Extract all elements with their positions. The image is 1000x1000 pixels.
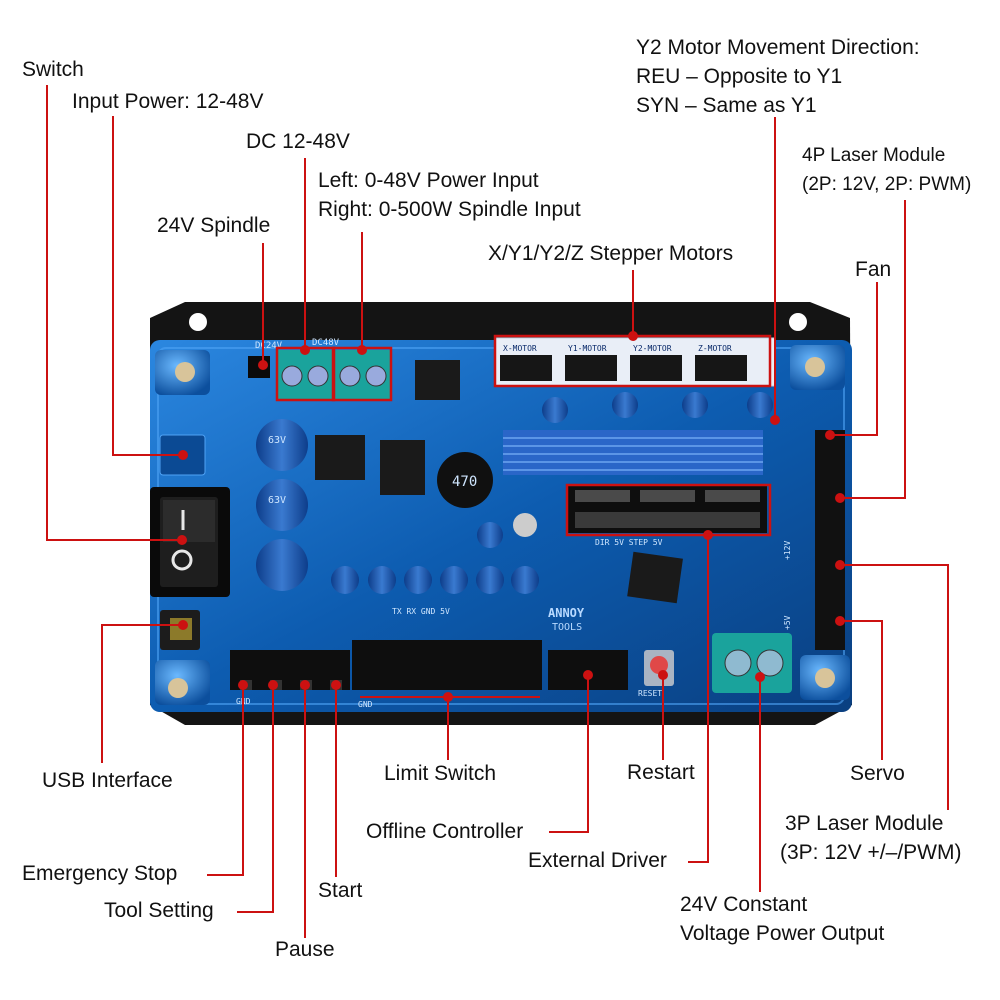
silkscreen-text: 470 bbox=[452, 474, 477, 490]
silkscreen-text: X-MOTOR bbox=[503, 344, 537, 353]
capacitor-row bbox=[331, 513, 539, 594]
standoff bbox=[155, 350, 210, 395]
label-y2-syn: SYN – Same as Y1 bbox=[636, 94, 817, 117]
regulator-chip bbox=[415, 360, 460, 400]
inductor: 470 bbox=[437, 452, 493, 508]
silkscreen-text: 63V bbox=[268, 495, 286, 506]
label-y2-reu: REU – Opposite to Y1 bbox=[636, 65, 843, 88]
regulator-chip bbox=[315, 435, 365, 480]
silkscreen-text: GND bbox=[358, 700, 373, 709]
label-input-power: Input Power: 12-48V bbox=[72, 90, 264, 113]
silkscreen-text: TOOLS bbox=[552, 622, 582, 633]
capacitor-large bbox=[256, 539, 308, 591]
label-laser3p-pins: (3P: 12V +/–/PWM) bbox=[780, 841, 962, 864]
label-start: Start bbox=[318, 879, 363, 902]
rocker-switch bbox=[150, 487, 230, 597]
stepper-heatsink bbox=[503, 430, 763, 475]
screw-terminal-spindle-input bbox=[334, 350, 392, 400]
label-laser4p-pins: (2P: 12V, 2P: PWM) bbox=[802, 174, 972, 195]
silkscreen-text: DIR 5V STEP 5V bbox=[595, 538, 663, 547]
label-power-input-right: Right: 0-500W Spindle Input bbox=[318, 198, 581, 221]
microcontroller bbox=[627, 551, 683, 604]
capacitor-small bbox=[682, 392, 708, 418]
standoff bbox=[155, 660, 210, 705]
silkscreen-text: 63V bbox=[268, 435, 286, 446]
silkscreen-text: GND bbox=[236, 697, 251, 706]
label-restart: Restart bbox=[627, 761, 695, 784]
screw-terminal-dc bbox=[276, 350, 334, 400]
label-external-driver: External Driver bbox=[528, 849, 667, 872]
capacitor-large: 63V bbox=[256, 479, 308, 531]
silkscreen-text: Y1-MOTOR bbox=[568, 344, 607, 353]
label-power-output: 24V Constant bbox=[680, 893, 808, 916]
mount-hole bbox=[789, 313, 807, 331]
silkscreen-text: DC48V bbox=[312, 338, 340, 348]
label-limit: Limit Switch bbox=[384, 762, 497, 785]
label-tool-setting: Tool Setting bbox=[104, 899, 214, 922]
label-power-output-line2: Voltage Power Output bbox=[680, 922, 885, 945]
capacitor-small bbox=[542, 397, 568, 423]
label-y2-direction: Y2 Motor Movement Direction: bbox=[636, 36, 920, 59]
label-usb: USB Interface bbox=[42, 769, 173, 792]
silkscreen-text: TX RX GND 5V bbox=[392, 607, 450, 616]
standoff bbox=[800, 655, 850, 700]
label-spindle: 24V Spindle bbox=[157, 214, 271, 237]
label-estop: Emergency Stop bbox=[22, 862, 178, 885]
silkscreen-text: +12V bbox=[783, 541, 792, 560]
regulator-chip bbox=[380, 440, 425, 495]
silkscreen-text: ANNOY bbox=[548, 606, 585, 620]
label-servo: Servo bbox=[850, 762, 905, 785]
spindle-connector bbox=[248, 356, 270, 378]
silkscreen-text: Y2-MOTOR bbox=[633, 344, 672, 353]
silkscreen-text: DC24V bbox=[255, 341, 283, 351]
silkscreen-text: Z-MOTOR bbox=[698, 344, 732, 353]
right-connector-strip bbox=[815, 430, 845, 650]
capacitor-small bbox=[747, 392, 773, 418]
silkscreen-text: +5V bbox=[783, 615, 792, 630]
capacitor-small bbox=[612, 392, 638, 418]
power-output-terminal bbox=[712, 633, 792, 693]
label-pause: Pause bbox=[275, 938, 335, 961]
usb-port bbox=[160, 610, 200, 650]
label-power-input-left: Left: 0-48V Power Input bbox=[318, 169, 539, 192]
standoff bbox=[790, 345, 845, 390]
label-offline: Offline Controller bbox=[366, 820, 524, 843]
mount-hole bbox=[189, 313, 207, 331]
label-laser4p: 4P Laser Module bbox=[802, 145, 946, 166]
label-switch: Switch bbox=[22, 58, 84, 81]
label-laser3p: 3P Laser Module bbox=[785, 812, 944, 835]
label-dc: DC 12-48V bbox=[246, 130, 350, 153]
motor-header-block: X-MOTOR Y1-MOTOR Y2-MOTOR Z-MOTOR bbox=[494, 337, 776, 387]
label-stepper: X/Y1/Y2/Z Stepper Motors bbox=[488, 242, 734, 265]
silkscreen-text: RESET bbox=[638, 689, 662, 698]
brand-logo: ANNOY TOOLS bbox=[548, 606, 585, 633]
capacitor-large: 63V bbox=[256, 419, 308, 471]
label-fan: Fan bbox=[855, 258, 892, 281]
input-power-jack bbox=[159, 434, 206, 476]
